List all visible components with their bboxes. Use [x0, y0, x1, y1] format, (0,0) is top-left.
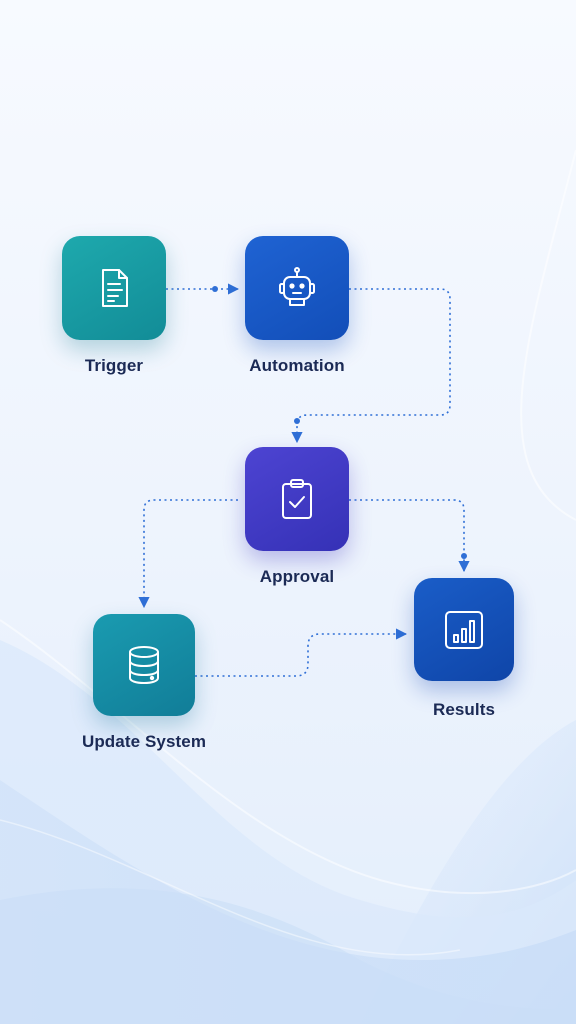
connector-approval-results — [349, 499, 470, 573]
connector-dot — [461, 553, 467, 559]
document-icon — [102, 269, 128, 307]
update-system-label: Update System — [81, 732, 207, 751]
results-node[interactable] — [414, 578, 514, 681]
trigger-node[interactable] — [62, 236, 166, 340]
update-system-node[interactable] — [93, 614, 195, 716]
robot-icon — [279, 267, 315, 306]
connector-dot — [212, 286, 218, 292]
approval-node[interactable] — [245, 447, 349, 551]
automation-label: Automation — [249, 356, 345, 375]
trigger-label: Trigger — [84, 356, 144, 375]
results-label: Results — [432, 700, 496, 719]
database-icon — [129, 646, 159, 684]
approval-label: Approval — [259, 567, 335, 586]
connector-approval-update — [138, 499, 238, 609]
connector-automation-approval — [291, 288, 451, 444]
bar-chart-icon — [445, 610, 483, 649]
clipboard-check-icon — [282, 479, 312, 519]
connector-update-results — [195, 628, 408, 677]
automation-node[interactable] — [245, 236, 349, 340]
connector-dot — [294, 418, 300, 424]
